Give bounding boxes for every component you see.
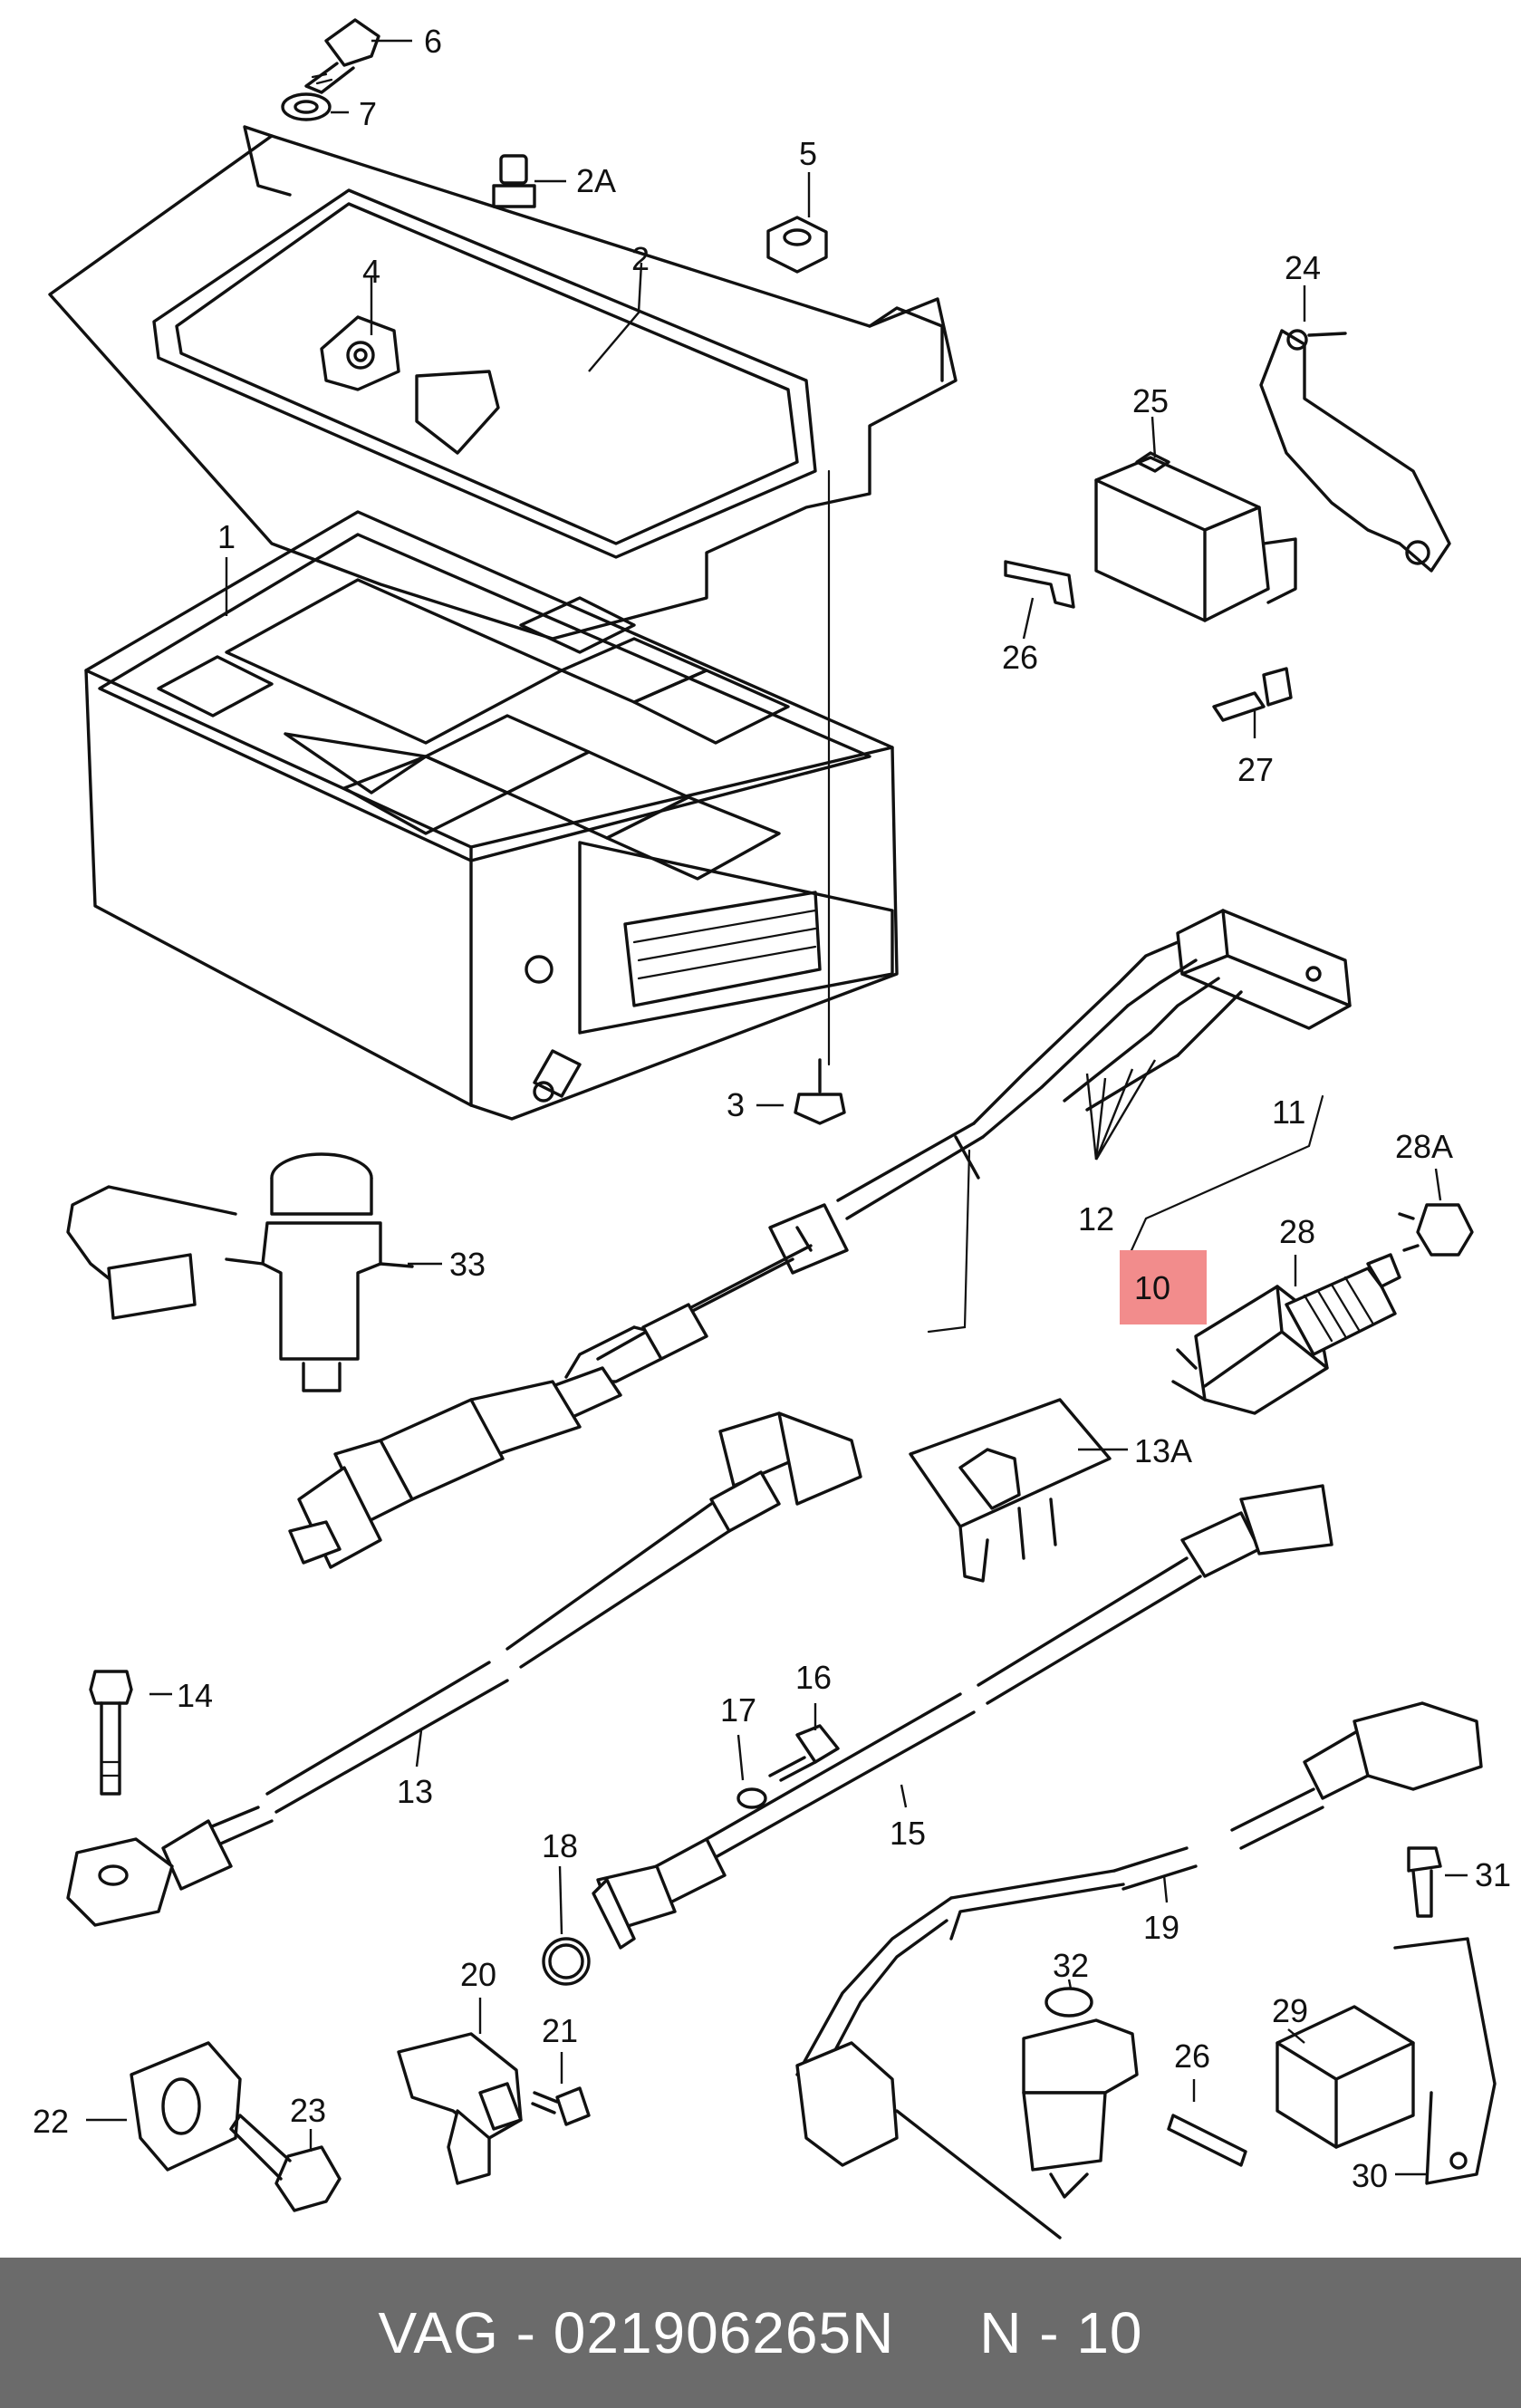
part-number: 021906265N [553,2300,895,2365]
relay-part-25 [1094,451,1297,622]
callout-11: 11 [1272,1093,1305,1131]
footer-bar: VAG - 021906265N N - 10 [0,2258,1521,2408]
callout-15: 15 [890,1815,926,1852]
plug-part-27 [1212,667,1293,722]
harness-sleeve-lines [927,1094,1324,1334]
leader-lines [86,39,1468,2176]
callout-33: 33 [449,1246,486,1283]
bracket-part-30 [1393,1937,1497,2185]
bolt-part-14 [89,1670,133,1796]
callout-23: 23 [290,2092,326,2129]
callout-18: 18 [542,1827,578,1864]
bolt-part-6 [304,18,380,94]
callout-2a: 2A [576,162,616,199]
callout-28: 28 [1279,1213,1315,1250]
callout-19: 19 [1143,1909,1179,1946]
diagram-position: N - 10 [979,2300,1143,2365]
brand-separator: - [498,2300,554,2365]
sensor-part-19 [795,1701,1483,2239]
valve-part-29 [1276,2005,1415,2149]
callout-1: 1 [217,518,236,555]
bolt-part-16 [768,1724,840,1782]
clip-part-26-bottom [1167,2114,1247,2167]
screw-part-3 [794,1058,846,1125]
sensor-part-20 [397,2032,523,2185]
sensor-part-15 [592,1484,1333,1950]
callout-5: 5 [799,135,817,172]
callout-10-highlighted: 10 [1134,1269,1170,1306]
footer-caption: VAG - 021906265N N - 10 [378,2299,1142,2366]
callout-12: 12 [1078,1200,1114,1238]
bracket-part-24 [1259,329,1451,573]
brake-light-switch-part-28 [1171,1253,1401,1415]
callout-20: 20 [460,1956,496,1993]
flange-part-22 [130,2041,242,2172]
o-ring-part-18 [542,1937,591,1986]
cover-plate-part [48,125,958,641]
callout-16: 16 [795,1659,832,1696]
highlighted-part-marker [1120,1250,1207,1324]
bolt-part-23 [229,2114,342,2212]
callout-14: 14 [177,1677,213,1714]
oxygen-sensor-cable [288,1203,849,1569]
callout-3: 3 [727,1086,745,1123]
parts-diagram: 6 7 2A 2 4 5 1 24 25 26 27 3 11 12 28A 2… [33,18,1511,2239]
clip-part-28a [1398,1203,1474,1257]
brand-label: VAG [378,2300,499,2365]
callout-24: 24 [1285,249,1321,286]
control-unit-part [84,510,899,1121]
callout-26-bottom: 26 [1174,2037,1210,2075]
callout-28a: 28A [1395,1128,1453,1165]
nut-part-5 [766,216,828,274]
callout-4: 4 [362,253,380,290]
callout-13a: 13A [1134,1432,1192,1469]
stud-part-2a [492,154,536,208]
footer-gap [894,2300,979,2365]
bolt-part-31 [1407,1846,1442,1918]
callout-29: 29 [1272,1992,1308,2029]
callout-31: 31 [1475,1856,1511,1893]
callout-2: 2 [631,240,650,277]
callout-6: 6 [424,23,442,60]
callout-17: 17 [720,1691,756,1729]
knock-sensor-part-13 [66,1411,862,1927]
callout-25: 25 [1132,382,1169,419]
callout-30: 30 [1352,2157,1388,2194]
callout-13: 13 [397,1773,433,1810]
clip-part-26-top [1004,560,1075,609]
callout-32: 32 [1053,1947,1089,1984]
callout-26-top: 26 [1002,639,1038,676]
ring-part-17 [736,1787,767,1809]
exploded-view-drawing: 6 7 2A 2 4 5 1 24 25 26 27 3 11 12 28A 2… [33,18,1511,2239]
valve-part-32 [1022,1987,1139,2199]
sensor-part-33 [66,1152,414,1392]
callout-27: 27 [1237,751,1274,788]
callout-labels: 6 7 2A 2 4 5 1 24 25 26 27 3 11 12 28A 2… [33,23,1511,2194]
callout-7: 7 [359,95,377,132]
callout-22: 22 [33,2103,69,2140]
wiring-harness-part-11 [836,909,1352,1220]
washer-part-7 [281,92,332,121]
bolt-part-21 [531,2086,591,2126]
connector-bracket-part-13a [909,1398,1112,1583]
callout-21: 21 [542,2012,578,2049]
grommet-part [320,315,400,391]
